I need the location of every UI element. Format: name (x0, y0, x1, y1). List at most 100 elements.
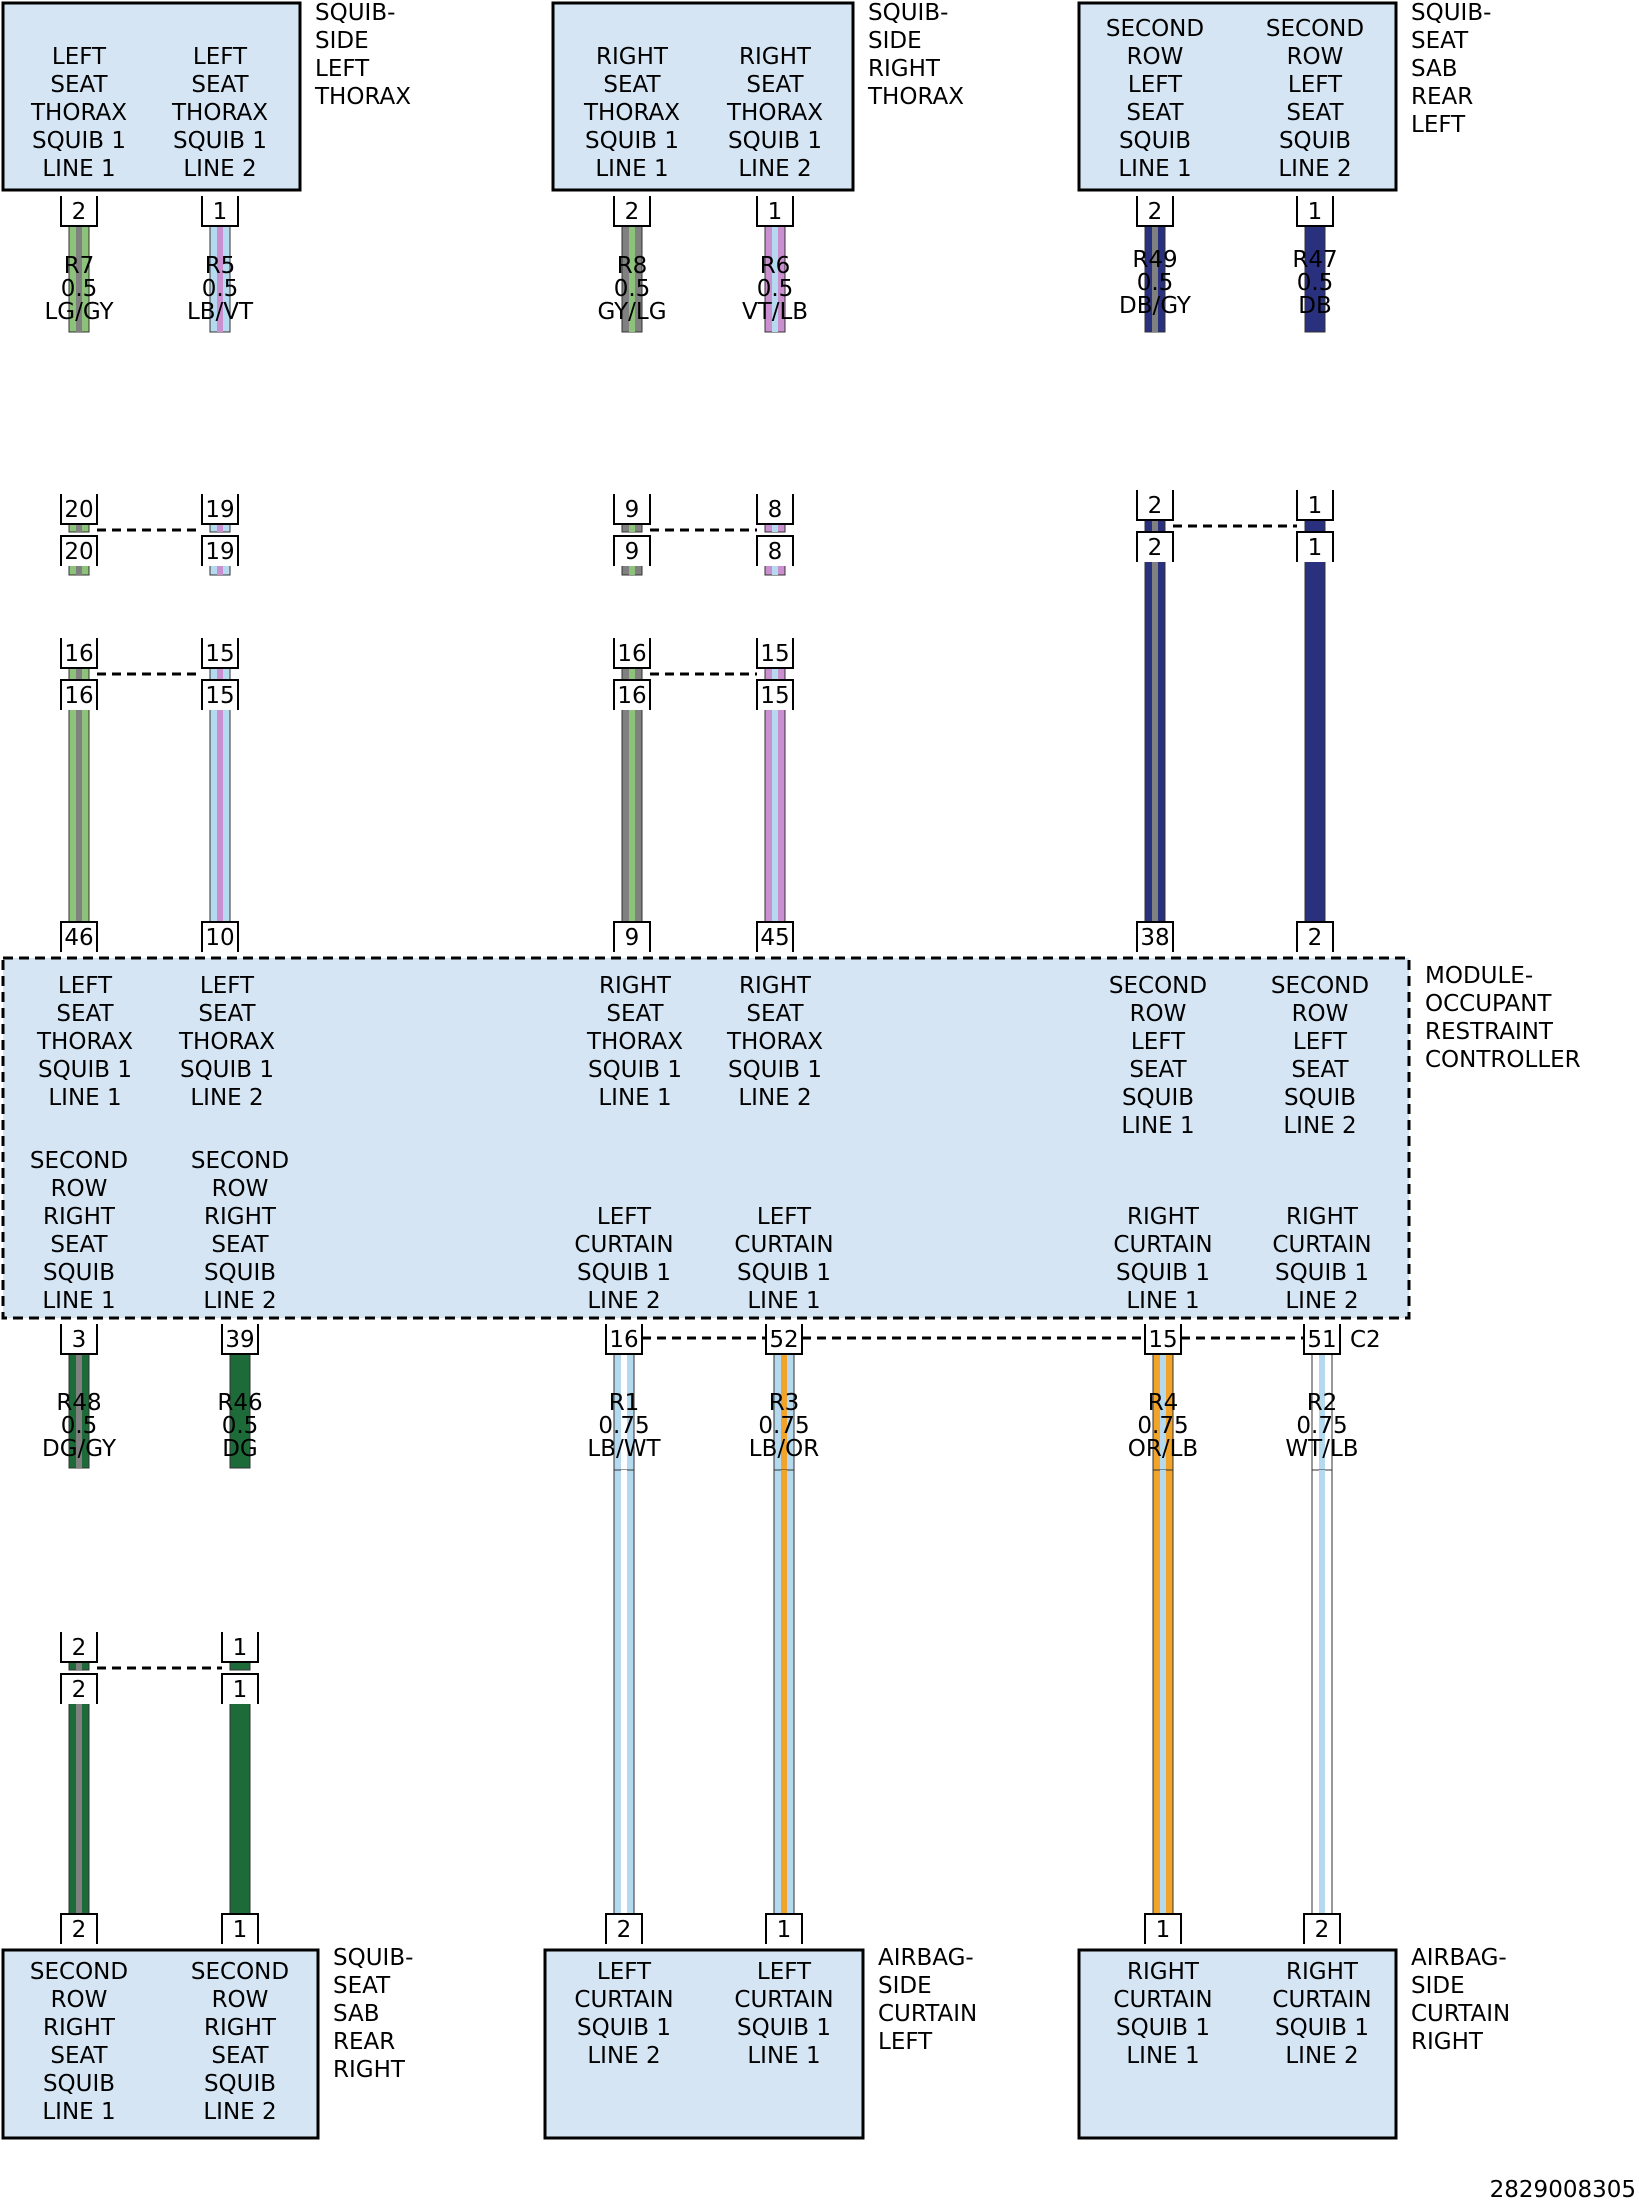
wire-r8-stripe (629, 665, 635, 682)
wire-r1-stripe (621, 1338, 627, 1470)
pin-number: 8 (768, 539, 783, 565)
module-pin-label: SQUIB 1 (180, 1057, 274, 1083)
pin-function-label: CURTAIN (734, 1987, 833, 2013)
pin-box-outline (60, 494, 98, 525)
pin-box-fill (614, 922, 650, 952)
pin-box-fill (757, 196, 793, 226)
pin-box (60, 1913, 98, 1944)
pin-function-label: SEAT (746, 72, 804, 98)
wire-color-code: DG (222, 1436, 258, 1462)
component-name: SIDE (315, 28, 369, 54)
pin-number: 10 (205, 925, 234, 951)
module-pin-label: LEFT (1293, 1029, 1348, 1055)
component-name: REAR (333, 2029, 395, 2055)
pin-box-fill (61, 1914, 97, 1944)
pin-number: 9 (625, 539, 640, 565)
wire-color-code: WT/LB (1285, 1436, 1358, 1462)
pin-box-fill (202, 536, 238, 566)
pin-box-outline (60, 196, 98, 227)
pin-function-label: RIGHT (596, 44, 669, 70)
module-pin-label: SEAT (211, 1232, 269, 1258)
pin-box-fill (766, 1324, 802, 1354)
pin-function-label: LINE 1 (595, 156, 668, 182)
pin-box-fill (757, 638, 793, 668)
pin-box-outline (1296, 196, 1334, 227)
pin-box-fill (202, 680, 238, 710)
pin-box-fill (202, 638, 238, 668)
pin-box (765, 1913, 803, 1944)
pin-box-outline (1136, 196, 1174, 227)
pin-box-fill (614, 680, 650, 710)
wire-r7-stripe (76, 708, 82, 922)
pin-function-label: LINE 2 (1278, 156, 1351, 182)
wire-r2-stripe (1319, 1470, 1325, 1930)
circuit-id: R47 (1292, 247, 1337, 273)
pin-box-fill (61, 196, 97, 226)
pin-box-fill (222, 1914, 258, 1944)
pin-number: 16 (64, 683, 93, 709)
pin-box-outline (201, 196, 239, 227)
module-pin-label: ROW (212, 1176, 269, 1202)
pin-box-fill (1304, 1324, 1340, 1354)
module-pin-label: SQUIB 1 (1116, 1260, 1210, 1286)
wire-r3 (773, 1469, 795, 1931)
pin-function-label: THORAX (726, 100, 823, 126)
pin-box (60, 494, 98, 525)
wire-r3-stripe (781, 1338, 787, 1470)
pin-function-label: SQUIB (1279, 128, 1351, 154)
pin-function-label: SEAT (50, 72, 108, 98)
pin-function-label: LINE 2 (738, 156, 811, 182)
wire-gauge: 0.5 (222, 1413, 259, 1439)
pin-box (1296, 531, 1334, 562)
pin-function-label: SEAT (211, 2043, 269, 2069)
module-pin-label: LEFT (200, 973, 255, 999)
module-pin-label: LEFT (597, 1204, 652, 1230)
pin-box-fill (757, 494, 793, 524)
wire-color-code: VT/LB (742, 299, 808, 325)
wire-r8 (621, 209, 643, 333)
module-pin-label: SQUIB 1 (1275, 1260, 1369, 1286)
pin-box-outline (613, 921, 651, 952)
pin-box (1136, 196, 1174, 227)
module-pin-label: SECOND (30, 1148, 128, 1174)
pin-function-label: RIGHT (204, 2015, 277, 2041)
wire-color-code: DB (1298, 293, 1332, 319)
pin-function-label: LINE 1 (1126, 2043, 1199, 2069)
component-name: RESTRAINT (1425, 1019, 1554, 1045)
wire-gauge: 0.75 (758, 1413, 809, 1439)
pin-box (613, 921, 651, 952)
pin-box-outline (60, 921, 98, 952)
component-box-squib_seat_sab_rear_right (1, 1948, 320, 2140)
module-pin-label: THORAX (586, 1029, 683, 1055)
circuit-id: R49 (1132, 247, 1177, 273)
pin-box-fill (757, 680, 793, 710)
pin-function-label: LINE 1 (42, 156, 115, 182)
wire-r6-stripe (772, 665, 778, 682)
pin-number: 2 (625, 199, 640, 225)
pin-box (201, 679, 239, 710)
pin-number: 2 (72, 1677, 87, 1703)
pin-box-fill (606, 1914, 642, 1944)
component-name: SQUIB- (1411, 0, 1491, 26)
pin-function-label: RIGHT (1286, 1959, 1359, 1985)
wire-gauge: 0.75 (1296, 1413, 1347, 1439)
pin-box (613, 494, 651, 525)
pin-box-fill (1304, 1914, 1340, 1944)
pin-number: 9 (625, 497, 640, 523)
circuit-id: R6 (760, 253, 791, 279)
module-pin-label: LINE 2 (1285, 1288, 1358, 1314)
connector-id: C2 (1350, 1327, 1381, 1353)
pin-function-label: RIGHT (43, 2015, 116, 2041)
module-pin-label: LINE 1 (1121, 1113, 1194, 1139)
pin-box (1136, 490, 1174, 521)
pin-box (60, 1673, 98, 1704)
pin-number: 1 (1308, 535, 1323, 561)
pin-box (60, 638, 98, 669)
component-name: SEAT (333, 1973, 391, 1999)
pin-box (201, 535, 239, 566)
pin-box-outline (1136, 531, 1174, 562)
pin-function-label: THORAX (30, 100, 127, 126)
pin-function-label: LEFT (193, 44, 248, 70)
wire-gauge: 0.5 (757, 276, 794, 302)
